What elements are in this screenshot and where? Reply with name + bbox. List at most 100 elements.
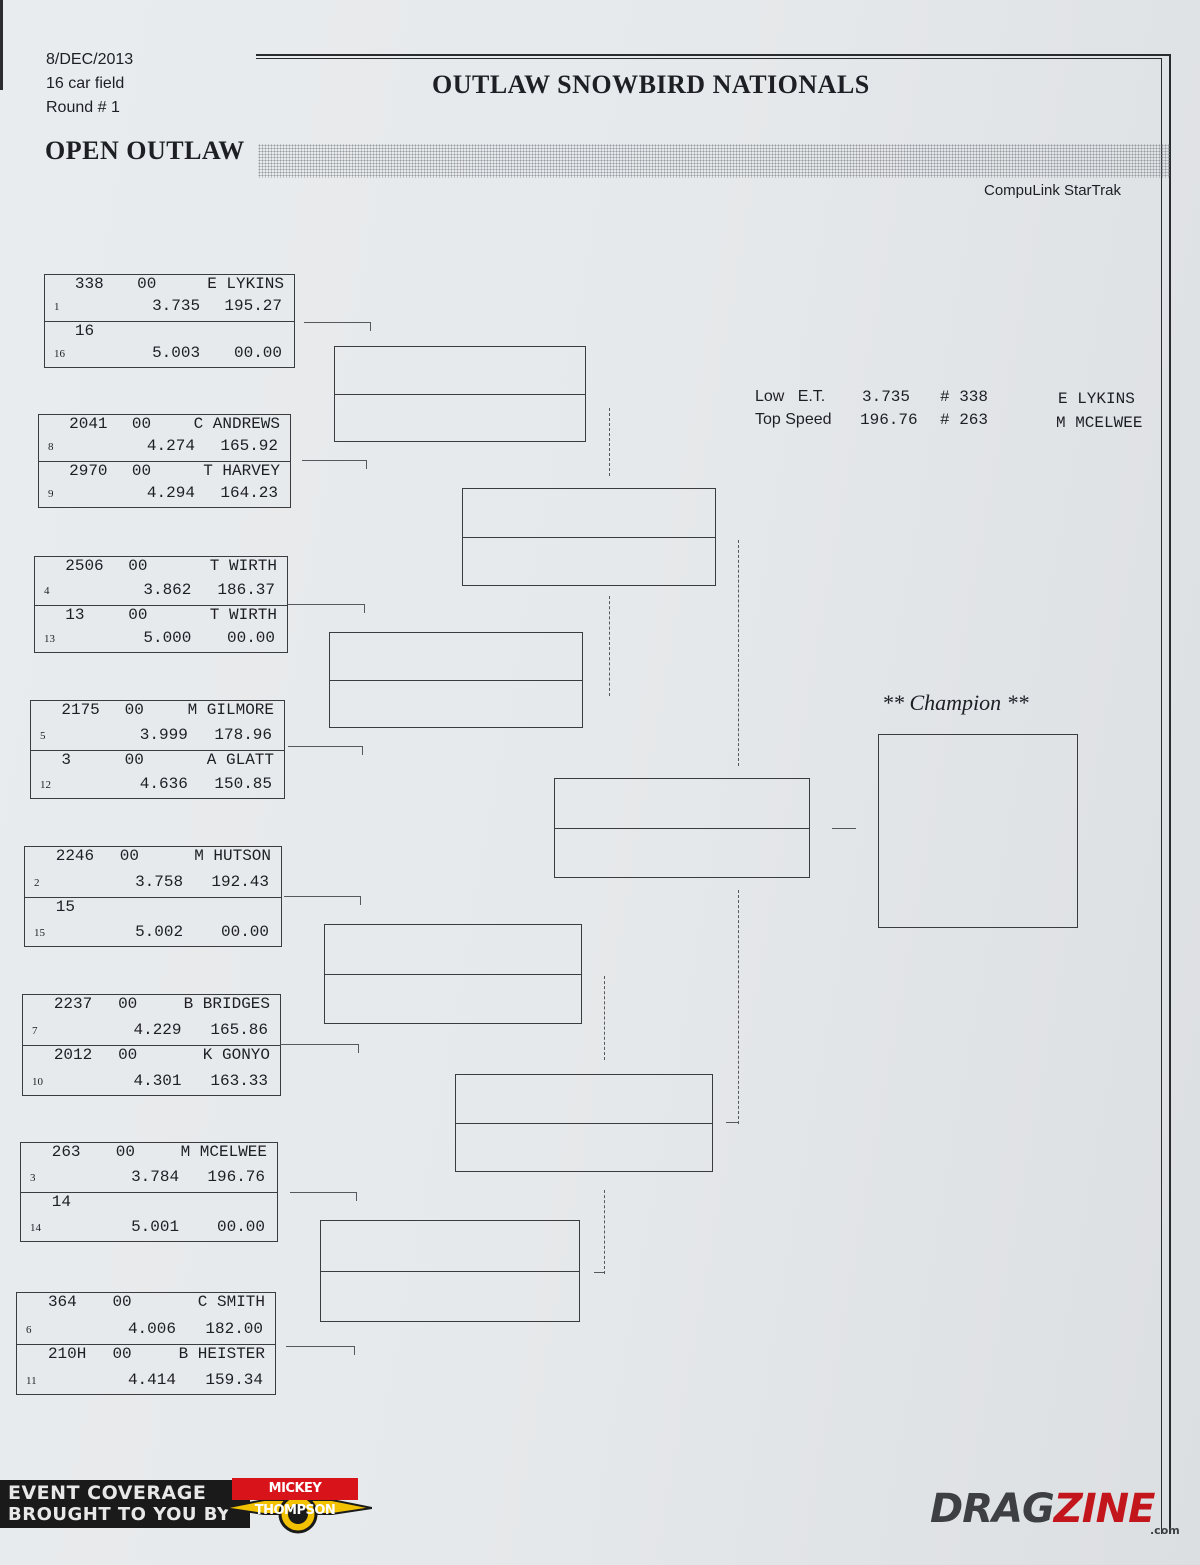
pair-8-bot-qual: 11 xyxy=(26,1375,37,1387)
pair-3-bot-car: 13 xyxy=(65,605,85,624)
pair-6-bot-mph: 163.33 xyxy=(210,1072,268,1090)
pair-5-top-et: 3.758 xyxy=(135,872,184,891)
pair-4-bot-mph: 150.85 xyxy=(214,775,272,793)
pair-2-top-qual: 8 xyxy=(48,441,54,453)
pair-4-top-car: 2175 xyxy=(61,701,100,719)
connector-pair5 xyxy=(284,896,361,905)
frame-right-line xyxy=(1169,54,1171,1534)
pair-1-bot-qual: 16 xyxy=(54,348,65,360)
round2-box-3 xyxy=(324,924,582,1024)
round2-box-4 xyxy=(320,1220,580,1322)
pair-2-top-car: 2041 xyxy=(69,415,108,433)
pair-2-top-driver: C ANDREWS xyxy=(193,415,280,433)
pair-5-top-qual: 2 xyxy=(34,876,40,889)
pair-1-top-qual: 1 xyxy=(54,301,60,313)
dash-r2-4-foot xyxy=(594,1272,604,1273)
pair-1-top-mph: 195.27 xyxy=(224,297,282,315)
pair-5-bot-mph: 00.00 xyxy=(220,923,269,941)
connector-pair1 xyxy=(304,322,371,331)
pair-7-bot-et: 5.001 xyxy=(131,1218,180,1236)
pair-5-top-dial: 00 xyxy=(119,847,139,865)
pair-3-top-driver: T WIRTH xyxy=(209,557,277,575)
pair-2-top-dial: 00 xyxy=(131,415,152,433)
pair-5-top-driver: M HUTSON xyxy=(194,847,271,865)
pair-8-top-car: 364 xyxy=(47,1293,77,1311)
pair-6-top-mph: 165.86 xyxy=(210,1021,268,1039)
banner-line-1: EVENT COVERAGE xyxy=(8,1482,207,1504)
dragzine-logo-b: ZINE xyxy=(1053,1486,1156,1532)
connector-pair7 xyxy=(290,1192,357,1201)
pair-7-bot-car: 14 xyxy=(51,1193,71,1211)
dash-r2-3 xyxy=(604,976,605,1060)
pair-8-bot-driver: B HEISTER xyxy=(178,1344,265,1363)
frame-right-line-inner xyxy=(1161,58,1162,1534)
pair-7-top-et: 3.784 xyxy=(131,1168,180,1186)
dash-r2-2 xyxy=(609,596,610,696)
final-box xyxy=(554,778,810,878)
pair-8-bot-et: 4.414 xyxy=(127,1371,176,1389)
pair-2-bot-mph: 164.23 xyxy=(220,484,278,502)
top-speed-value: 196.76 xyxy=(860,411,918,429)
pair-1-bot-car: 16 xyxy=(74,322,95,340)
frame-top-line-inner xyxy=(256,58,1162,59)
pair-7-top-mph: 196.76 xyxy=(207,1168,265,1186)
field-size: 16 car field xyxy=(46,75,125,92)
mickey-thompson-text: MICKEY THOMPSON xyxy=(232,1478,358,1518)
pair-7-top-driver: M MCELWEE xyxy=(180,1143,267,1161)
class-title: OPEN OUTLAW xyxy=(45,136,245,165)
semifinal-box-1 xyxy=(462,488,716,586)
pair-3-bot-mph: 00.00 xyxy=(226,629,275,647)
header-dotted-band xyxy=(258,144,1170,178)
pair-1-top-car: 338 xyxy=(74,275,104,293)
pair-8-bot-dial: 00 xyxy=(112,1344,132,1363)
dragzine-logo-a: DRAG xyxy=(930,1486,1055,1532)
round2-box-1 xyxy=(334,346,586,442)
pair-2-bot-dial: 00 xyxy=(131,462,152,480)
dash-semi-1 xyxy=(738,540,739,766)
pair-3-top-dial: 00 xyxy=(128,557,148,575)
timing-system: CompuLink StarTrak xyxy=(984,182,1121,199)
pair-2-bot-car: 2970 xyxy=(69,462,108,480)
pair-2-top-mph: 165.92 xyxy=(220,437,278,455)
pair-7-bot-mph: 00.00 xyxy=(216,1218,265,1236)
sponsor-banner: EVENT COVERAGE BROUGHT TO YOU BY MICKEY … xyxy=(0,1474,372,1536)
pair-4-bot-et: 4.636 xyxy=(139,775,188,793)
pair-8-top-driver: C SMITH xyxy=(197,1293,265,1311)
pair-4-top-driver: M GILMORE xyxy=(187,701,274,719)
pair-6-top-qual: 7 xyxy=(32,1025,38,1037)
race-date: 8/DEC/2013 xyxy=(46,51,134,68)
pair-3-bot-dial: 00 xyxy=(128,605,148,624)
pair-6-bot-dial: 00 xyxy=(118,1046,138,1064)
pair-2-top-et: 4.274 xyxy=(146,437,195,455)
pair-8-top-dial: 00 xyxy=(112,1293,132,1311)
top-speed-driver: M MCELWEE xyxy=(1056,414,1143,432)
connector-pair6 xyxy=(280,1044,359,1053)
event-title: OUTLAW SNOWBIRD NATIONALS xyxy=(432,70,870,99)
pair-1-bot-et: 5.003 xyxy=(152,344,201,362)
semifinal-box-2 xyxy=(455,1074,713,1172)
pair-7-top-car: 263 xyxy=(51,1143,81,1161)
pair-3-top-qual: 4 xyxy=(44,584,50,597)
dash-semi-2 xyxy=(738,890,739,1124)
top-speed-number: # 263 xyxy=(940,411,989,429)
pair-8-bot-mph: 159.34 xyxy=(205,1371,263,1389)
pair-6-top-driver: B BRIDGES xyxy=(183,995,270,1013)
frame-top-line xyxy=(256,54,1170,56)
low-et-driver: E LYKINS xyxy=(1058,390,1135,408)
pair-4-bot-qual: 12 xyxy=(40,779,51,791)
connector-pair4 xyxy=(288,746,363,755)
connector-pair3 xyxy=(288,604,365,613)
pair-8-top-qual: 6 xyxy=(26,1323,32,1336)
